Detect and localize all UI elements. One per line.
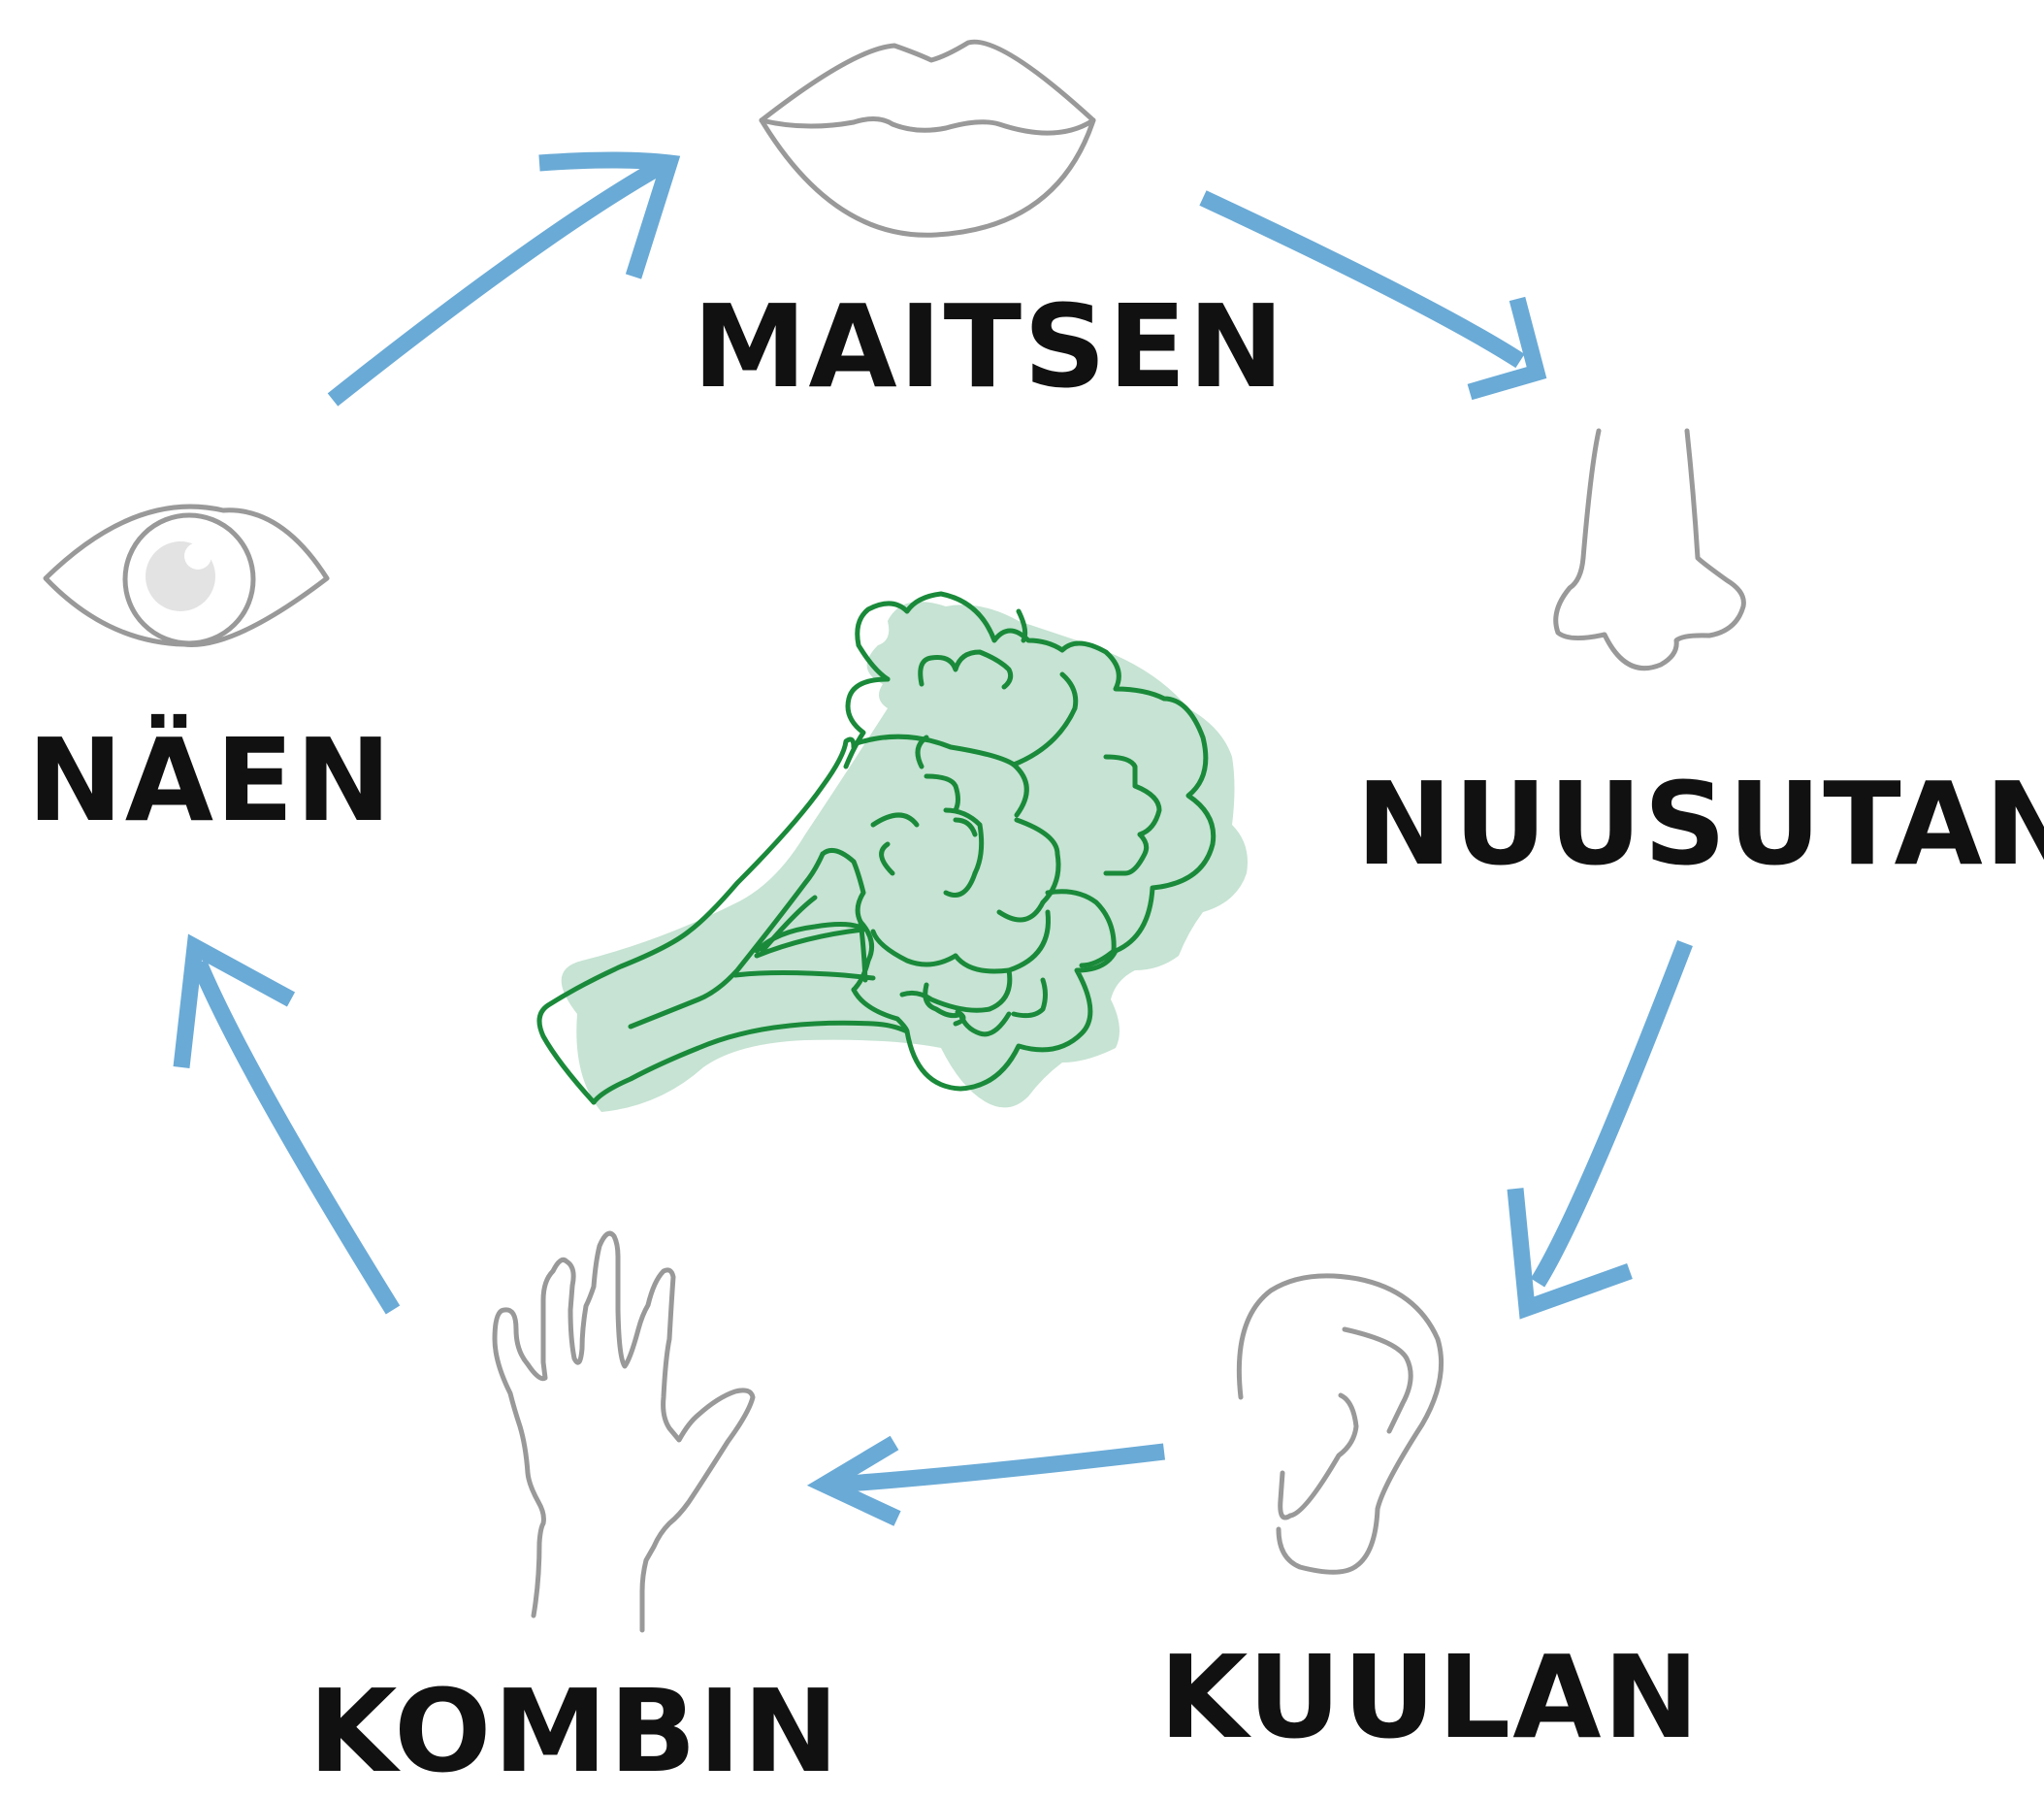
- arrow-hear-to-touch: [825, 1443, 1164, 1519]
- arrow-smell-to-hear: [1515, 943, 1685, 1308]
- label-taste: MAITSEN: [693, 289, 1286, 404]
- eye-icon: [46, 507, 327, 644]
- label-hear: KUULAN: [1159, 1640, 1701, 1754]
- lips-icon: [762, 42, 1093, 235]
- label-smell: NUUSUTAN: [1356, 767, 2044, 881]
- arrow-touch-to-see: [181, 947, 393, 1310]
- label-see: NÄEN: [27, 723, 393, 837]
- label-touch: KOMBIN: [308, 1674, 840, 1788]
- ear-icon: [1239, 1276, 1441, 1572]
- broccoli-icon: [539, 594, 1248, 1112]
- nose-icon: [1556, 431, 1744, 669]
- hand-icon: [495, 1233, 753, 1630]
- arrow-see-to-taste: [333, 160, 669, 400]
